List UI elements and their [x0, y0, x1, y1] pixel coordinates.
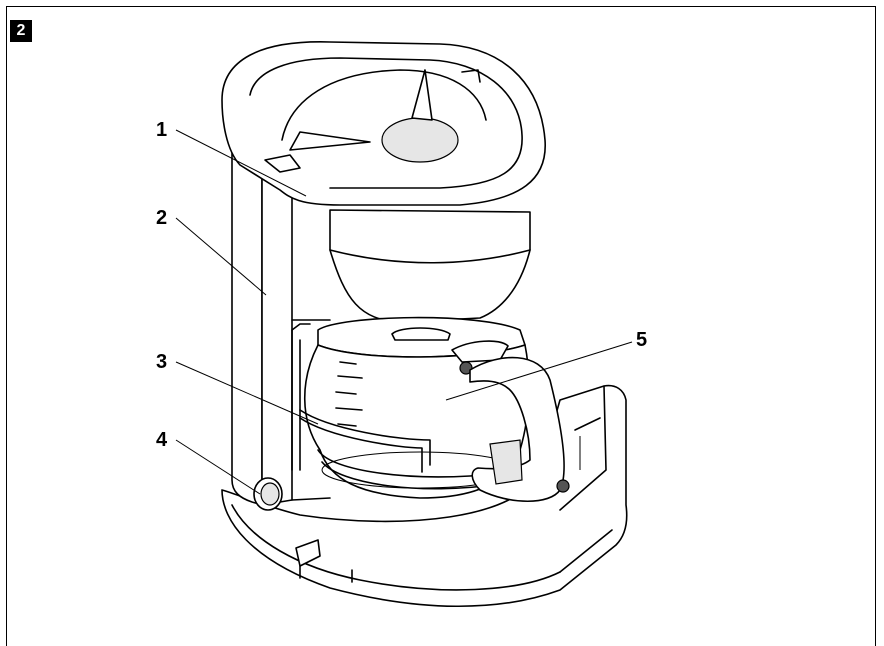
- figure-number-badge: 2: [10, 20, 32, 42]
- warming-plate-frame: [291, 323, 311, 471]
- filter-holder: [329, 209, 531, 335]
- lid: [221, 41, 546, 206]
- callout-1: 1: [156, 119, 167, 141]
- base-plate: [221, 384, 628, 608]
- leader-line-5: [445, 341, 633, 401]
- callout-5: 5: [636, 329, 647, 351]
- glass-carafe: [299, 316, 570, 503]
- leader-lines: [175, 129, 633, 495]
- power-switch: [253, 477, 283, 511]
- callout-3: 3: [156, 351, 167, 373]
- leader-line-1: [175, 129, 307, 197]
- callout-2: 2: [156, 207, 167, 229]
- leader-line-2: [175, 217, 267, 296]
- leader-line-4: [175, 439, 261, 495]
- callout-4: 4: [156, 429, 168, 451]
- leader-line-3: [175, 361, 319, 425]
